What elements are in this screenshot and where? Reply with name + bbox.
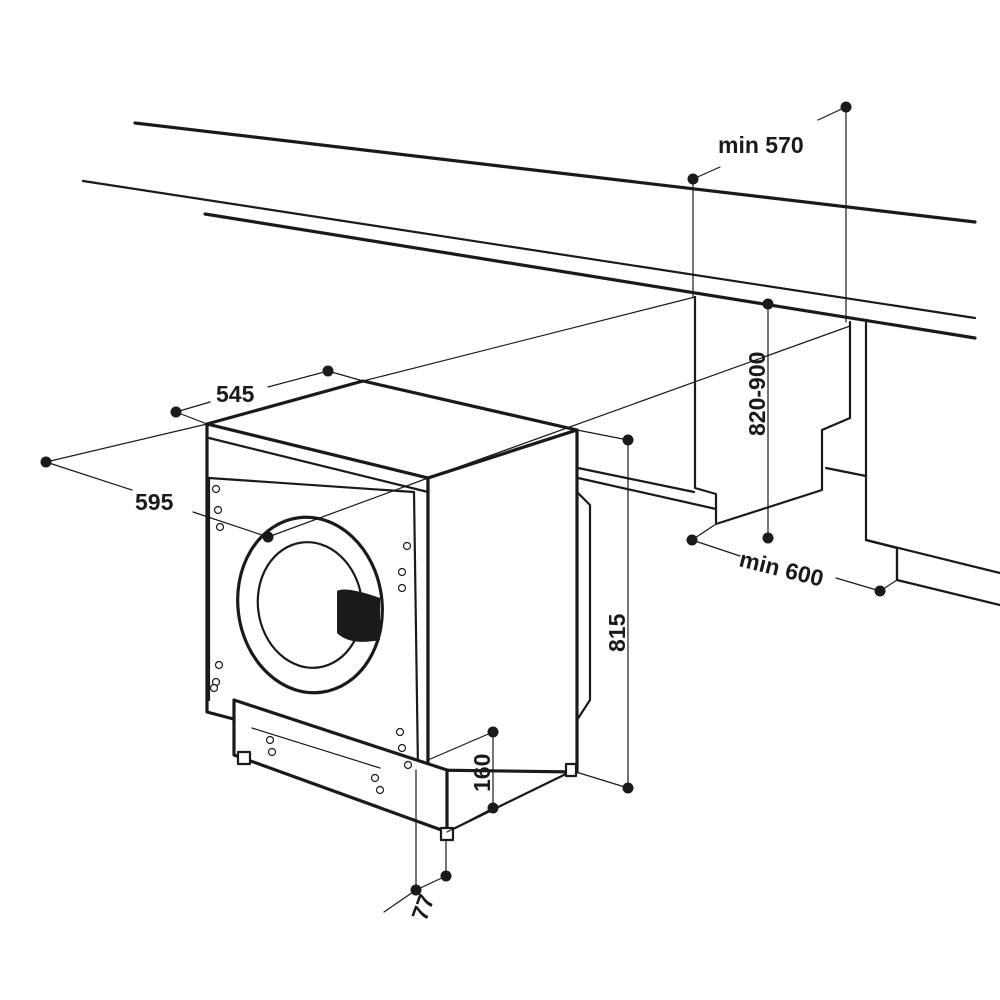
label-77: 77 [406,891,439,924]
countertop [81,121,977,340]
dim-dot [170,406,182,418]
dim-dot [687,173,699,185]
dim-dot [410,884,422,896]
label-545: 545 [216,381,255,407]
front-panel-frame [207,476,420,772]
cabinet-outline [576,295,1000,607]
label-595: 595 [135,489,174,515]
dim-dot [686,534,698,546]
dim-dot [762,298,774,310]
machine-side [426,428,579,774]
dimension-lines [40,101,898,913]
dim-dot [262,531,274,543]
dim-dot [874,585,886,597]
dim-dot [40,456,52,468]
foot-front-left [236,750,252,766]
dim-dot [840,101,852,113]
dim-dot [487,802,499,814]
foot-back-right [564,762,578,778]
dim-dot [322,365,334,377]
dim-dot [762,532,774,544]
washing-machine [205,379,592,842]
label-min-570: min 570 [718,132,804,158]
label-820-900: 820-900 [744,352,770,436]
dim-dot [487,726,499,738]
label-min-600: min 600 [737,546,826,592]
door-handle [337,589,380,642]
label-160: 160 [469,754,495,792]
dim-dot [622,434,634,446]
screw-holes [209,484,413,795]
dim-dot [440,870,452,882]
dim-dot [622,782,634,794]
label-815: 815 [604,613,630,652]
